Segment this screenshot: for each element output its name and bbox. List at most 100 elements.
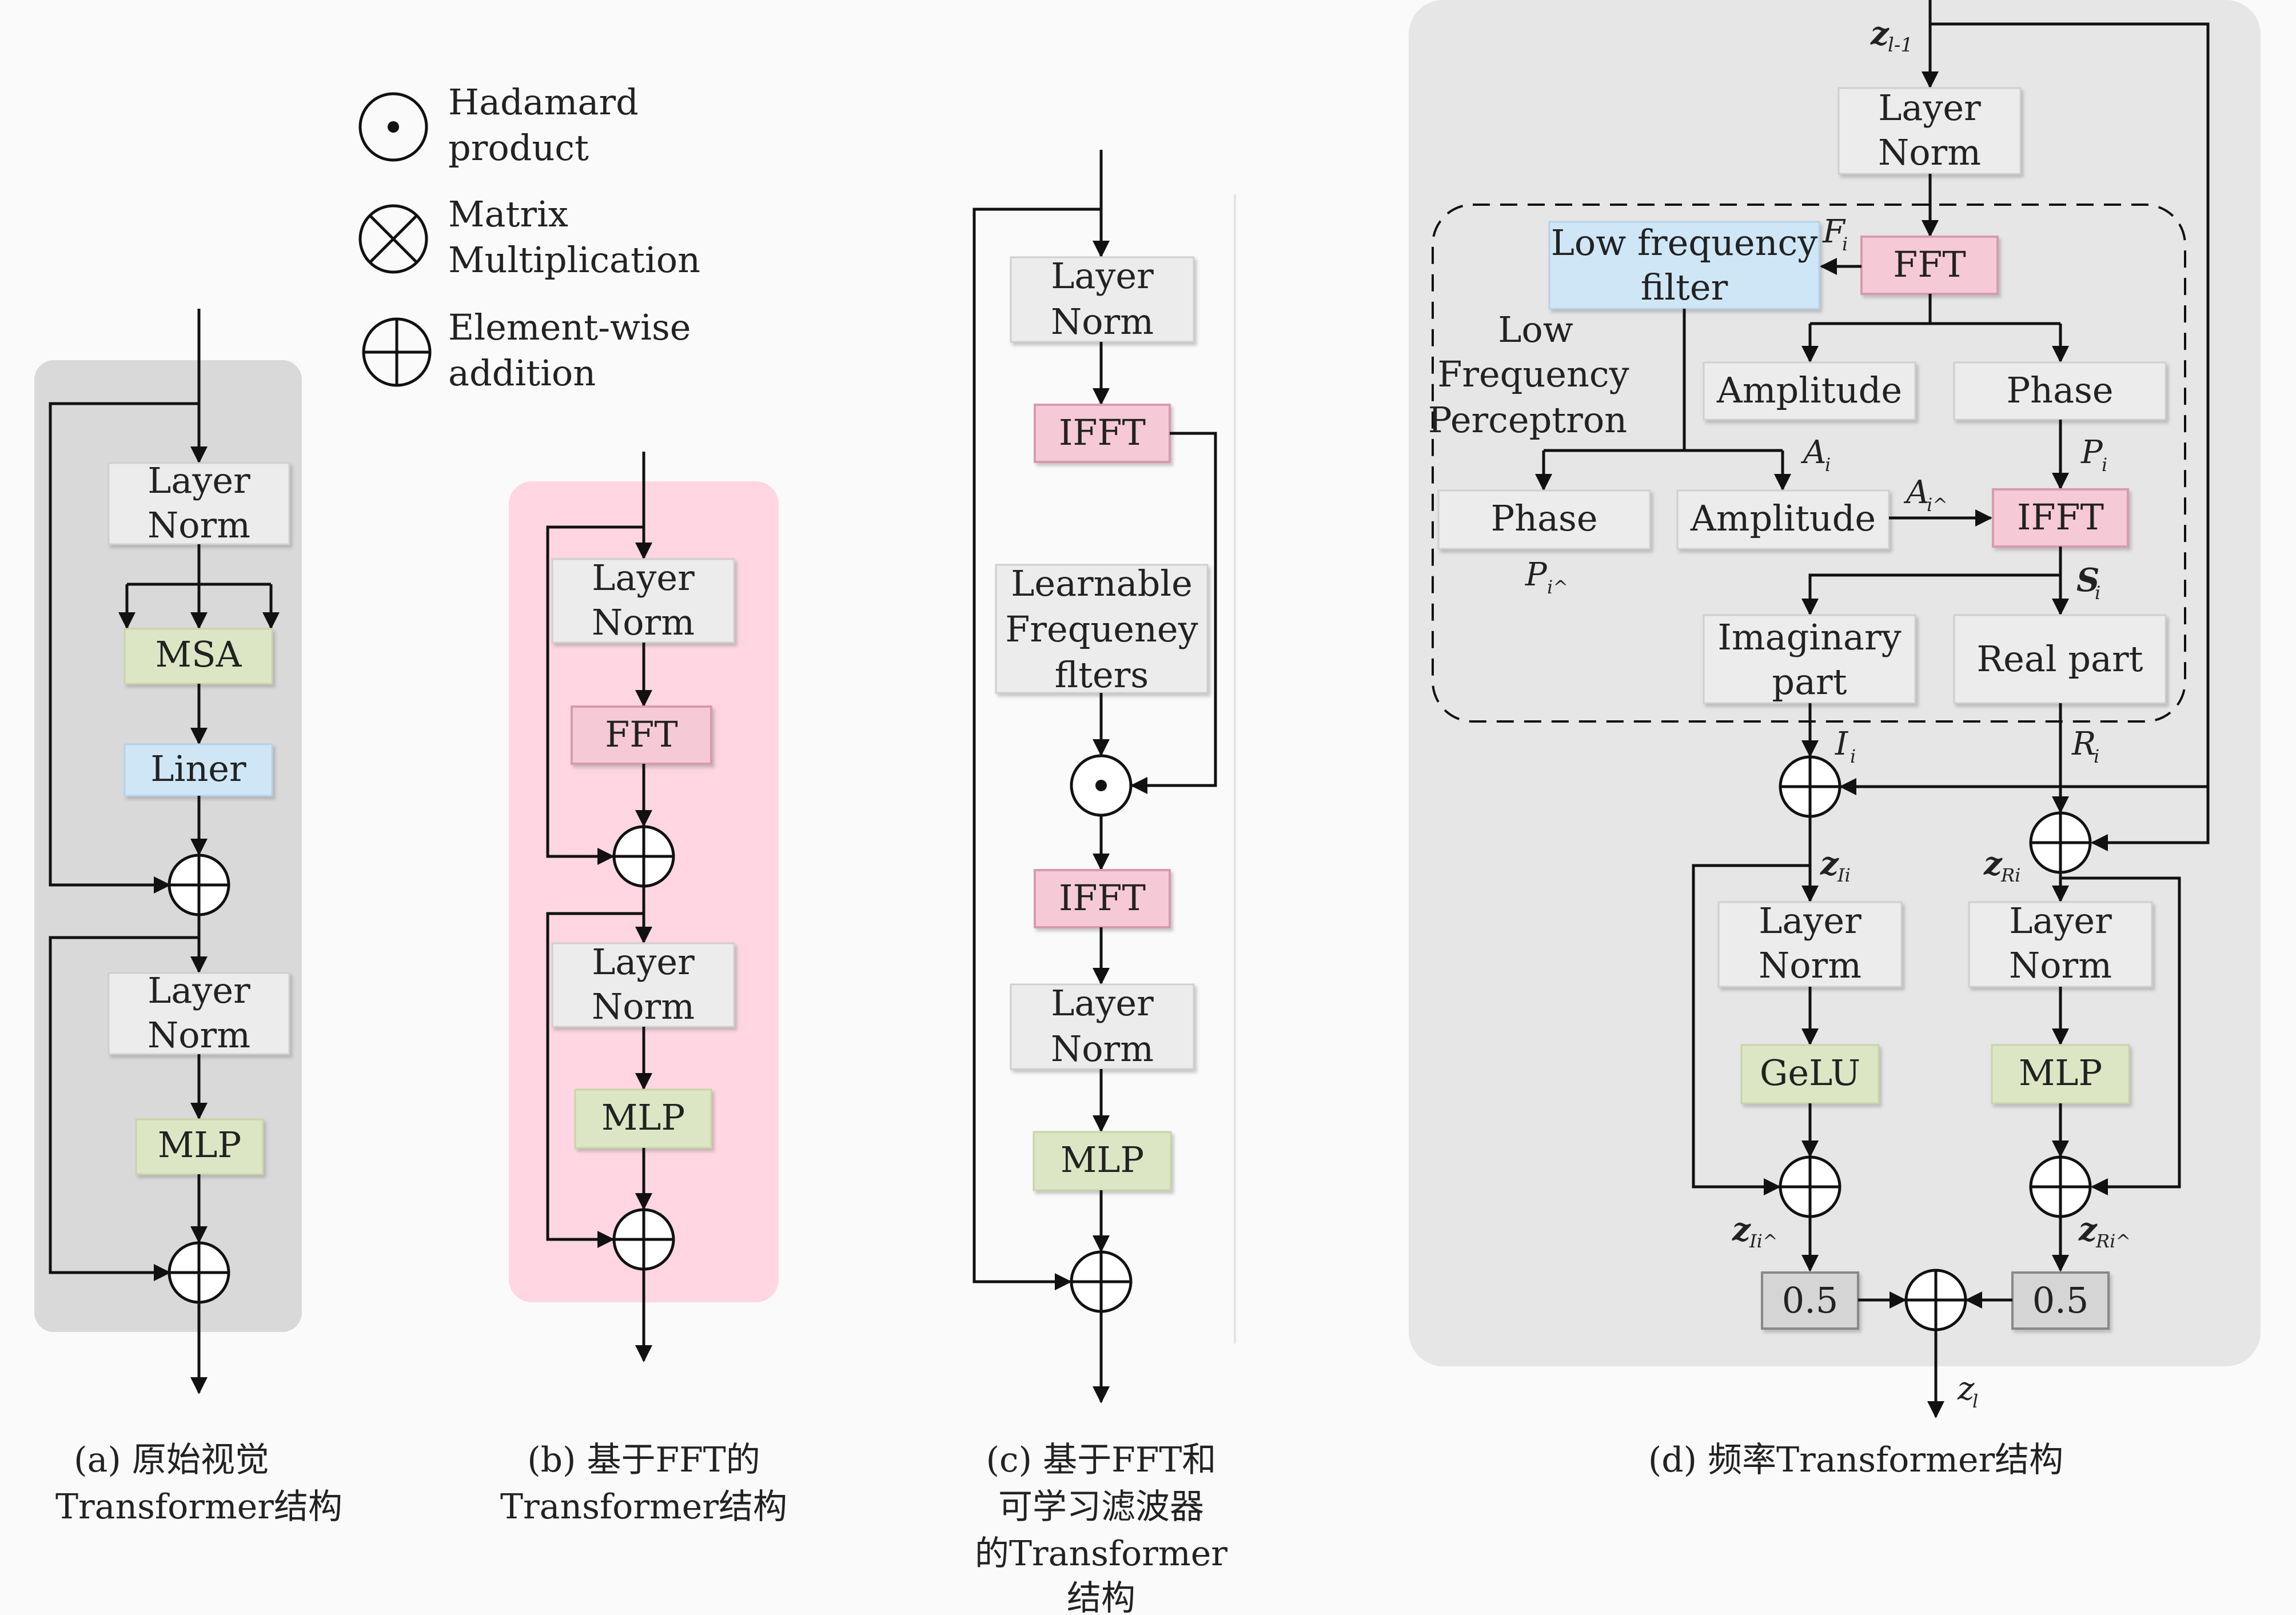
panel-d-ifft-label: IFFT	[2017, 496, 2104, 538]
panel-d-z-out: z	[1957, 1370, 1975, 1407]
panel-d-layer-norm-right	[1968, 901, 2153, 988]
panel-d-gelu	[1740, 1044, 1880, 1104]
panel-d-gelu-label: GeLU	[1760, 1052, 1860, 1094]
panel-b-layer-norm-2-line1: Layer	[592, 941, 695, 983]
panel-a-msa	[123, 628, 273, 685]
panel-d-layer-norm-top-line2: Norm	[1878, 131, 1981, 173]
panel-a-layer-norm-2-line2: Norm	[148, 1014, 250, 1056]
panel-c-layer-norm-1-line2: Norm	[1051, 301, 1154, 342]
panel-a-layer-norm-1-line2: Norm	[148, 504, 250, 546]
panel-b-fft-label: FFT	[605, 713, 677, 755]
panel-b-layer-norm-1-line1: Layer	[592, 557, 695, 599]
panel-c-hadamard-icon	[1070, 754, 1133, 817]
panel-d-half-left-label: 0.5	[1782, 1279, 1839, 1321]
panel-d-add-icon-out	[1904, 1269, 1967, 1331]
panel-d-imaginary	[1703, 614, 1916, 704]
panel-d-z-ii-hat-sub: Ii^	[1749, 1230, 1778, 1252]
panel-d-z-in-sub: l-1	[1888, 34, 1913, 57]
panel-c-caption-line4: 结构	[1067, 1578, 1135, 1615]
panel-d-layer-norm-right-line2: Norm	[2009, 944, 2112, 986]
legend-matmul-line2: Multiplication	[448, 239, 700, 281]
add-icon	[362, 317, 432, 387]
panel-d-low-freq-filter-line1: Low frequency	[1551, 222, 1818, 264]
panel-b-caption-line1: (b) 基于FFT的	[527, 1440, 760, 1480]
panel-c-filters-line2: Frequeney	[1005, 608, 1198, 650]
panel-c-layer-norm-1	[1010, 256, 1195, 343]
svg-text:i: i	[2094, 745, 2099, 767]
panel-a-mlp-label: MLP	[158, 1124, 241, 1166]
panel-d-add-icon-imag	[1779, 755, 1841, 818]
panel-d-z-ii-sub: Ii	[1837, 864, 1851, 886]
panel-a-add-icon-2	[168, 1241, 230, 1304]
panel-a-caption-line1: (a) 原始视觉	[74, 1440, 269, 1480]
panel-a-caption-line2: Transformer结构	[55, 1487, 342, 1527]
svg-text:i^: i^	[1547, 576, 1568, 598]
panel-b-fft	[571, 705, 712, 765]
svg-text:i: i	[1842, 233, 1848, 255]
panel-d-z-in: z	[1870, 15, 1890, 53]
panel-d-z-ri-sub: Ri	[2000, 864, 2020, 886]
panel-c: Layer Norm IFFT Learnable Frequeney flte…	[972, 150, 1236, 1615]
panel-b-add-icon-1	[612, 825, 675, 888]
panel-b-add-icon-2	[612, 1208, 675, 1271]
panel-d-fft-label: FFT	[1893, 244, 1966, 285]
panel-d-phase-1-label: Phase	[2006, 369, 2113, 411]
panel-d-amplitude-2-label: Amplitude	[1690, 497, 1876, 539]
panel-c-layer-norm-1-line1: Layer	[1051, 255, 1154, 297]
panel-d-real-label: Real part	[1976, 638, 2143, 680]
panel-c-caption-line2: 可学习滤波器	[998, 1487, 1204, 1527]
panel-d-s-i: S	[2076, 561, 2099, 599]
panel-d-a-i: A	[1800, 434, 1826, 471]
panel-d-mlp	[1991, 1044, 2130, 1104]
legend-add-line1: Element-wise	[448, 306, 691, 348]
panel-d-phase-2	[1437, 489, 1651, 550]
svg-text:i: i	[1825, 454, 1831, 476]
panel-d-amplitude-1	[1703, 361, 1916, 421]
svg-text:i: i	[1850, 745, 1856, 767]
panel-a-layer-norm-2-line1: Layer	[148, 970, 250, 1011]
panel-d-layer-norm-top	[1837, 87, 2022, 175]
panel-c-filters-line3: flters	[1055, 654, 1149, 696]
panel-d-i-i: I	[1835, 725, 1849, 763]
panel-d-half-right-label: 0.5	[2032, 1279, 2089, 1321]
svg-text:z: z	[2078, 1211, 2098, 1249]
panel-b: Layer Norm FFT Layer Norm MLP	[500, 452, 787, 1527]
panel-d: z l-1 Layer Norm Low frequency filter FF…	[1409, 0, 2261, 1480]
panel-d-imaginary-line2: part	[1772, 661, 1847, 703]
panel-d-z-ri: z	[1983, 845, 2003, 883]
legend-add-line2: addition	[448, 352, 596, 394]
panel-d-z-ri-hat-sub: Ri^	[2095, 1230, 2131, 1252]
svg-text:i^: i^	[1927, 494, 1948, 516]
panel-a-mlp	[135, 1118, 264, 1175]
panel-c-caption-line1: (c) 基于FFT和	[986, 1440, 1217, 1480]
panel-c-caption-line3: 的Transformer	[975, 1534, 1227, 1574]
panel-d-lfp-line2: Frequency	[1437, 353, 1629, 395]
legend-hadamard-line1: Hadamard	[448, 81, 639, 123]
panel-d-imaginary-line1: Imaginary	[1717, 616, 1901, 658]
panel-b-layer-norm-2-line2: Norm	[592, 986, 695, 1027]
svg-text:i: i	[2095, 582, 2100, 604]
panel-b-mlp	[574, 1088, 712, 1149]
panel-a-liner-label: Liner	[150, 748, 246, 789]
panel-d-z-ii: z	[1820, 845, 1839, 883]
panel-c-ifft-1-label: IFFT	[1059, 412, 1146, 453]
panel-d-layer-norm-top-line1: Layer	[1878, 87, 1981, 129]
panel-c-layer-norm-2-line2: Norm	[1051, 1028, 1154, 1070]
panel-c-mlp-label: MLP	[1061, 1139, 1144, 1181]
panel-a-msa-label: MSA	[156, 633, 242, 675]
panel-b-layer-norm-2	[551, 942, 735, 1028]
panel-c-ifft-2	[1034, 869, 1171, 928]
panel-d-caption: (d) 频率Transformer结构	[1648, 1440, 2063, 1480]
panel-d-fft	[1860, 236, 1999, 295]
svg-text:z: z	[1732, 1211, 1751, 1249]
panel-c-ifft-2-label: IFFT	[1059, 877, 1146, 919]
panel-d-a-i-hat: A	[1903, 474, 1929, 511]
panel-d-add-icon-right	[2029, 1155, 2092, 1218]
hadamard-icon	[358, 92, 428, 162]
panel-d-r-i: R	[2071, 725, 2096, 763]
panel-b-layer-norm-1-line2: Norm	[592, 601, 695, 643]
panel-b-caption-line2: Transformer结构	[500, 1487, 787, 1527]
panel-c-add-icon	[1070, 1250, 1133, 1313]
panel-a-layer-norm-1	[107, 462, 290, 545]
